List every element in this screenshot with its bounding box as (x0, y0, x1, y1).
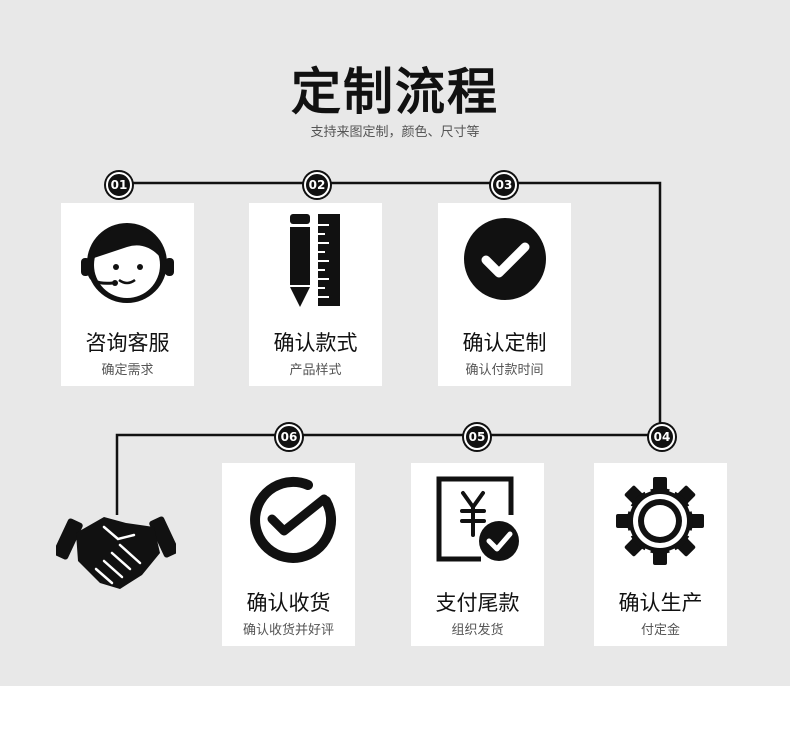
step-card-06: 确认收货 确认收货并好评 (222, 463, 355, 646)
checkmark-icon (464, 218, 546, 300)
gear-icon (616, 477, 704, 565)
step-badge-06: 06 (276, 424, 302, 450)
step-name: 确认收货 (246, 591, 331, 615)
step-badge-02: 02 (304, 172, 330, 198)
step-name: 咨询客服 (85, 331, 170, 355)
page-title: 定制流程 (291, 63, 499, 121)
step-card-01: 咨询客服 确定需求 (61, 203, 194, 386)
step-desc: 组织发货 (451, 623, 504, 638)
clock-check-icon (250, 476, 337, 563)
step-desc: 确认收货并好评 (242, 623, 334, 638)
step-name: 确认款式 (273, 331, 358, 355)
page-subtitle: 支持来图定制，颜色、尺寸等 (310, 125, 480, 140)
step-badge-04: 04 (649, 424, 675, 450)
step-desc: 确认付款时间 (465, 363, 544, 378)
step-card-04: 确认生产 付定金 (594, 463, 727, 646)
step-desc: 产品样式 (289, 363, 342, 378)
yuan-payment-icon (436, 476, 519, 562)
step-name: 确认定制 (462, 331, 547, 355)
step-desc: 确定需求 (101, 363, 154, 378)
step-card-02: 确认款式 产品样式 (249, 203, 382, 386)
step-badge-03: 03 (491, 172, 517, 198)
pencil-ruler-icon (290, 214, 340, 307)
step-badge-01: 01 (106, 172, 132, 198)
handshake-icon (56, 516, 176, 589)
step-badge-05: 05 (464, 424, 490, 450)
step-card-05: 支付尾款 组织发货 (411, 463, 544, 646)
step-name: 支付尾款 (435, 591, 520, 615)
step-desc: 付定金 (640, 623, 680, 638)
customer-service-icon (81, 223, 174, 303)
step-name: 确认生产 (618, 591, 703, 615)
step-card-03: 确认定制 确认付款时间 (438, 203, 571, 386)
